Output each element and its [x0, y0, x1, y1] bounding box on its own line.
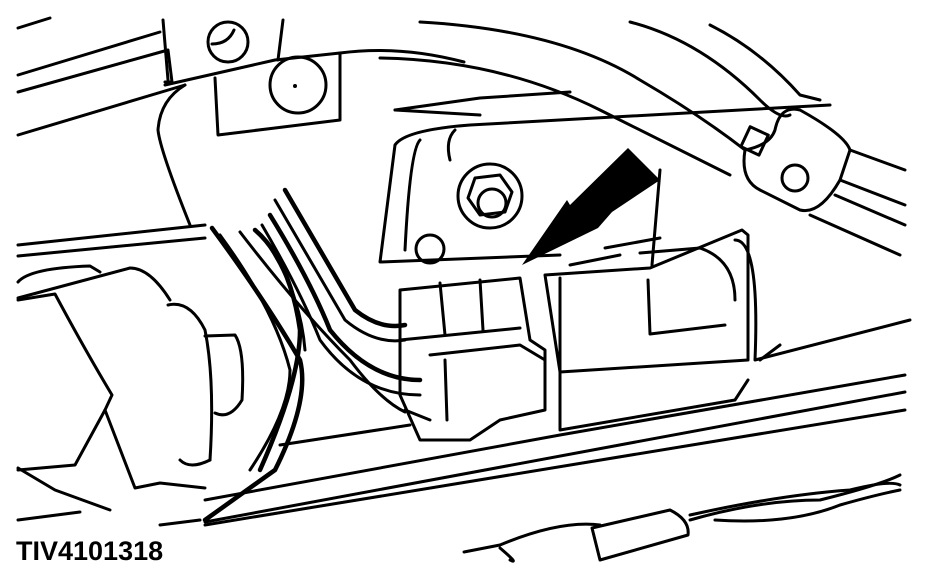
lower-harness	[462, 473, 902, 563]
module-housing	[543, 228, 912, 432]
upper-left-trim	[16, 16, 187, 137]
dash-panel-outline	[16, 83, 207, 302]
lower-trim-rails	[16, 373, 907, 527]
tube-clamp	[739, 107, 907, 257]
rivet-top	[206, 18, 285, 64]
bracket-plate	[163, 48, 466, 137]
wire-bundle	[202, 187, 423, 523]
callout-arrow	[522, 148, 660, 265]
figure-caption-id: TIV4101318	[16, 536, 164, 566]
motor-cylinder	[16, 292, 245, 512]
mounting-bracket	[378, 103, 832, 267]
connector-plug	[398, 276, 547, 442]
upper-tubes	[378, 20, 822, 177]
